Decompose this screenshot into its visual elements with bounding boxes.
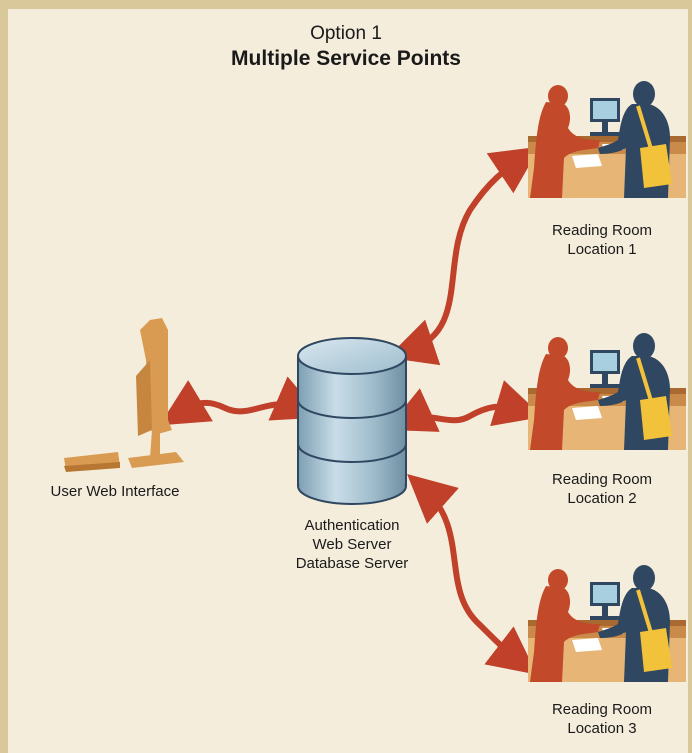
- reading-room-icon-3: [526, 563, 688, 684]
- room-3-label-line-2: Location 3: [567, 720, 637, 737]
- arrow-server-room1: [387, 146, 540, 366]
- room-3-label: Reading Room Location 3: [522, 700, 682, 738]
- room-2-label: Reading Room Location 2: [522, 470, 682, 508]
- arrow-server-room3: [407, 474, 538, 675]
- server-label-line-3: Database Server: [295, 555, 409, 572]
- arrow-server-user: [159, 376, 323, 426]
- reading-room-icon-2: [526, 331, 688, 452]
- room-1-label-line-1: Reading Room: [551, 222, 653, 239]
- title-line-2: Multiple Service Points: [231, 47, 461, 70]
- server-label-line-2: Web Server: [312, 536, 392, 553]
- user-label: User Web Interface: [30, 482, 200, 501]
- diagram-title: Option 1 Multiple Service Points: [0, 22, 692, 72]
- reading-room-icon-1: [526, 79, 688, 200]
- arrow-server-room2: [386, 380, 543, 432]
- room-1-label: Reading Room Location 1: [522, 221, 682, 259]
- title-line-1: Option 1: [310, 23, 382, 44]
- room-2-label-line-1: Reading Room: [551, 471, 653, 488]
- computer-icon: [64, 318, 184, 472]
- database-icon: [297, 337, 407, 505]
- room-2-label-line-2: Location 2: [567, 490, 637, 507]
- server-label-line-1: Authentication: [304, 517, 400, 534]
- server-label: Authentication Web Server Database Serve…: [272, 516, 432, 573]
- room-3-label-line-1: Reading Room: [551, 701, 653, 718]
- room-1-label-line-2: Location 1: [567, 241, 637, 258]
- user-label-text: User Web Interface: [50, 483, 180, 500]
